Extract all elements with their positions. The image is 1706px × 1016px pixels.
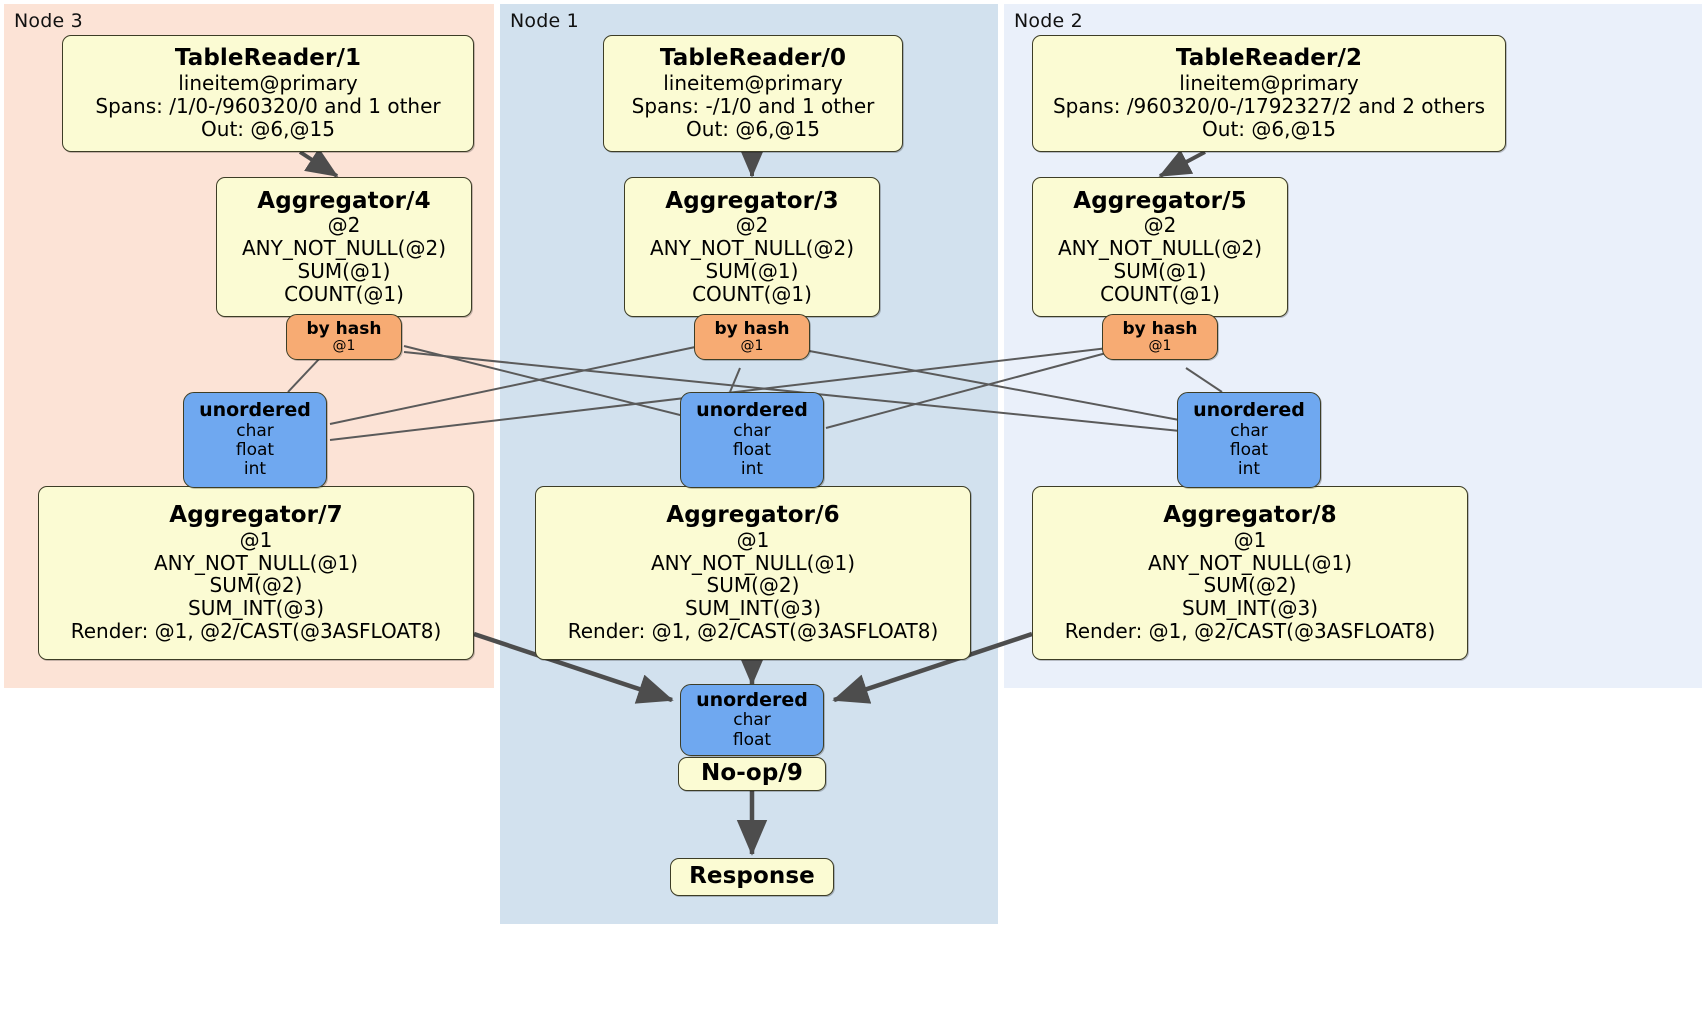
node-no-op-9[interactable]: No-op/9 [678,757,826,791]
node-title: Aggregator/6 [666,502,840,529]
node-line: @2 [327,213,361,238]
node-line: Out: @6,@15 [1202,116,1336,141]
router-line: @1 [1148,337,1172,354]
node-line: @1 [1233,527,1267,552]
node-line: SUM(@2) [1203,573,1297,598]
sync-line: float [732,729,772,750]
node-line: ANY_NOT_NULL(@2) [242,236,446,261]
node-line: ANY_NOT_NULL(@2) [1058,236,1262,261]
node-line: ANY_NOT_NULL(@1) [651,550,855,575]
sync-unordered-final[interactable]: unordered char float [680,684,824,756]
node-aggregator-7[interactable]: Aggregator/7 @1 ANY_NOT_NULL(@1) SUM(@2)… [38,486,474,660]
node-aggregator-4[interactable]: Aggregator/4 @2 ANY_NOT_NULL(@2) SUM(@1)… [216,177,472,317]
node-line: Spans: -/1/0 and 1 other [631,93,875,118]
node-line: Out: @6,@15 [201,116,335,141]
node-line: ANY_NOT_NULL(@1) [1148,550,1352,575]
router-title: by hash [714,318,790,339]
node-title: TableReader/2 [1175,45,1363,72]
sync-unordered-left[interactable]: unordered char float int [183,392,327,488]
sync-title: unordered [696,399,808,422]
node-line: COUNT(@1) [284,281,404,306]
node-line: Render: @1, @2/CAST(@3ASFLOAT8) [1064,619,1436,644]
router-line: @1 [332,337,356,354]
node-response[interactable]: Response [670,858,834,896]
node-line: lineitem@primary [178,71,358,96]
node-title: Aggregator/7 [169,502,343,529]
router-by-hash-right[interactable]: by hash @1 [1102,314,1218,360]
node-line: COUNT(@1) [1100,281,1220,306]
node-aggregator-3[interactable]: Aggregator/3 @2 ANY_NOT_NULL(@2) SUM(@1)… [624,177,880,317]
sync-line: char [733,420,771,441]
node-line: lineitem@primary [663,71,843,96]
node-line: SUM(@1) [297,258,391,283]
router-line: @1 [740,337,764,354]
node-line: ANY_NOT_NULL(@2) [650,236,854,261]
node-line: Out: @6,@15 [686,116,820,141]
sync-unordered-right[interactable]: unordered char float int [1177,392,1321,488]
node-tablereader-1[interactable]: TableReader/1 lineitem@primary Spans: /1… [62,35,474,152]
node-line: SUM(@1) [1113,258,1207,283]
node-line: ANY_NOT_NULL(@1) [154,550,358,575]
node-line: lineitem@primary [1179,71,1359,96]
node-aggregator-5[interactable]: Aggregator/5 @2 ANY_NOT_NULL(@2) SUM(@1)… [1032,177,1288,317]
panel-node2-label: Node 2 [1014,10,1083,32]
node-title: No-op/9 [701,760,803,787]
node-line: @1 [736,527,770,552]
router-title: by hash [306,318,382,339]
node-line: Render: @1, @2/CAST(@3ASFLOAT8) [70,619,442,644]
node-title: Aggregator/5 [1073,187,1247,214]
node-line: SUM(@2) [209,573,303,598]
sync-line: int [740,459,764,480]
node-line: @2 [1143,213,1177,238]
sync-line: float [732,439,772,460]
node-title: TableReader/0 [659,45,847,72]
node-tablereader-0[interactable]: TableReader/0 lineitem@primary Spans: -/… [603,35,903,152]
sync-unordered-center[interactable]: unordered char float int [680,392,824,488]
sync-title: unordered [1193,399,1305,422]
node-line: SUM(@1) [705,258,799,283]
panel-node1-label: Node 1 [510,10,579,32]
panel-node3-label: Node 3 [14,10,83,32]
sync-line: int [243,459,267,480]
node-line: Render: @1, @2/CAST(@3ASFLOAT8) [567,619,939,644]
node-line: @2 [735,213,769,238]
node-title: Response [689,863,815,890]
router-title: by hash [1122,318,1198,339]
node-title: Aggregator/4 [257,187,431,214]
node-tablereader-2[interactable]: TableReader/2 lineitem@primary Spans: /9… [1032,35,1506,152]
node-line: Spans: /960320/0-/1792327/2 and 2 others [1052,93,1485,118]
sync-line: int [1237,459,1261,480]
node-line: SUM(@2) [706,573,800,598]
node-line: SUM_INT(@3) [188,596,324,621]
node-aggregator-6[interactable]: Aggregator/6 @1 ANY_NOT_NULL(@1) SUM(@2)… [535,486,971,660]
sync-line: float [1229,439,1269,460]
sync-title: unordered [696,688,808,711]
sync-title: unordered [199,399,311,422]
sync-line: char [733,710,771,731]
sync-line: char [1230,420,1268,441]
node-title: TableReader/1 [174,45,362,72]
node-title: Aggregator/8 [1163,502,1337,529]
sync-line: char [236,420,274,441]
node-line: @1 [239,527,273,552]
node-aggregator-8[interactable]: Aggregator/8 @1 ANY_NOT_NULL(@1) SUM(@2)… [1032,486,1468,660]
router-by-hash-center[interactable]: by hash @1 [694,314,810,360]
node-line: Spans: /1/0-/960320/0 and 1 other [95,93,441,118]
node-line: COUNT(@1) [692,281,812,306]
node-line: SUM_INT(@3) [1182,596,1318,621]
node-line: SUM_INT(@3) [685,596,821,621]
node-title: Aggregator/3 [665,187,839,214]
router-by-hash-left[interactable]: by hash @1 [286,314,402,360]
sync-line: float [235,439,275,460]
